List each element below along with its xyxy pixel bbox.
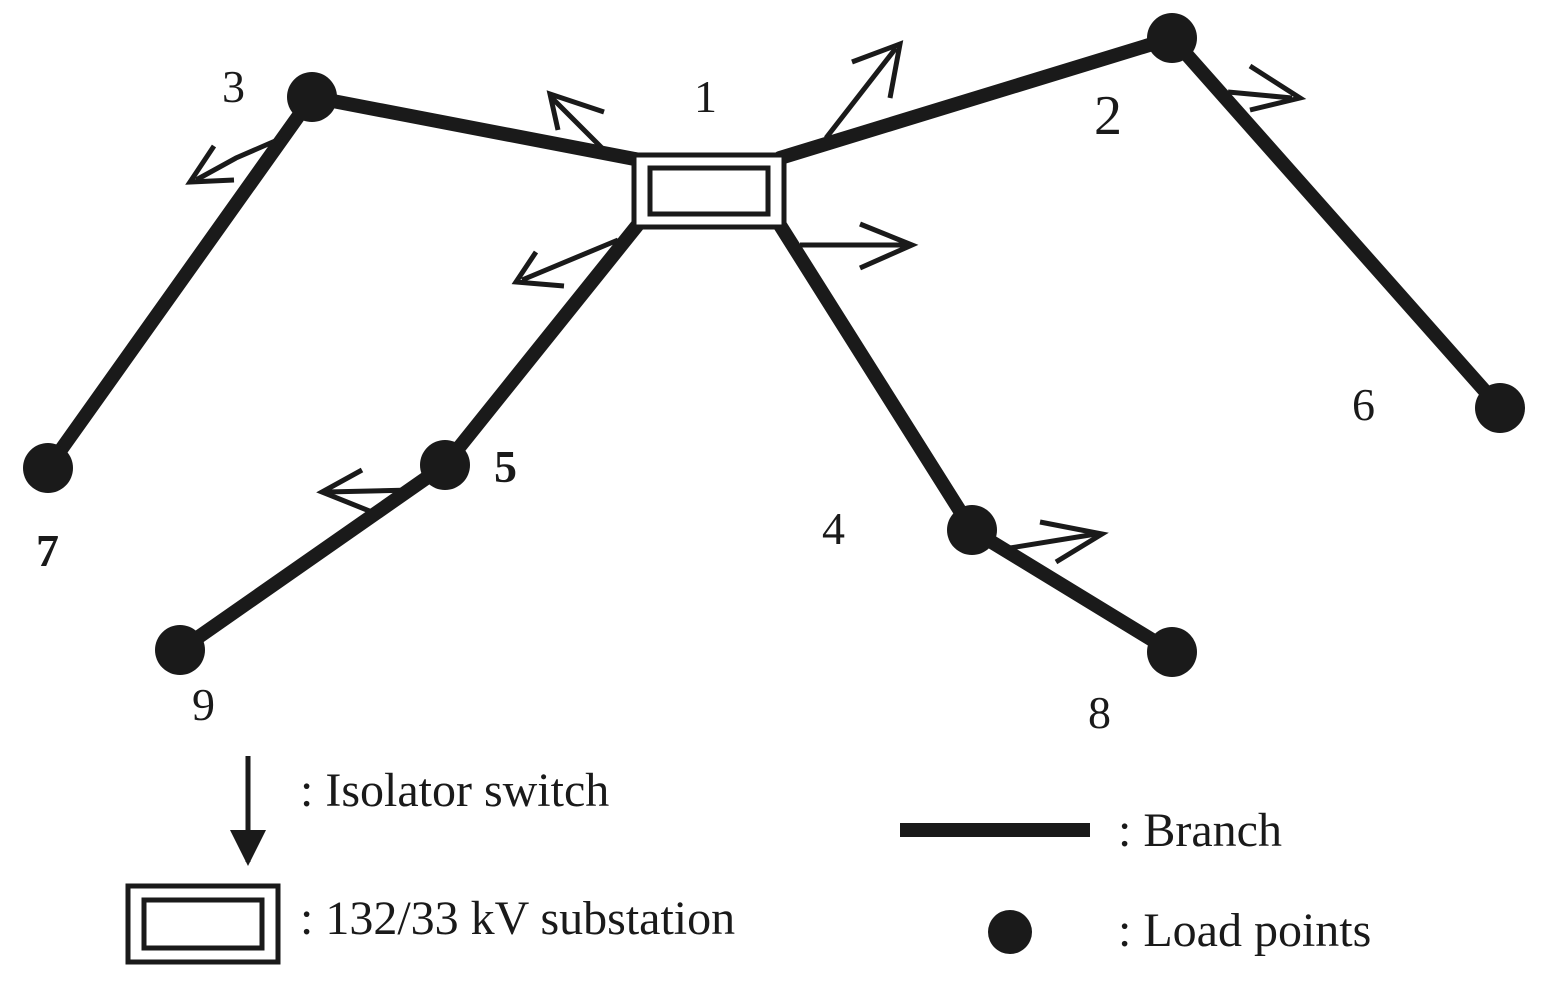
- legend-branch-label: : Branch: [1118, 804, 1282, 857]
- node-label-5: 5: [494, 441, 517, 492]
- node-label-7: 7: [36, 525, 59, 576]
- load-points: [23, 13, 1525, 677]
- isolator-arrow-1c-head: [858, 221, 919, 271]
- isolator-arrow-2: [1227, 89, 1293, 101]
- isolator-arrow-1b: [824, 46, 898, 140]
- branch-2-6: [1165, 31, 1507, 415]
- branch-1-4: [771, 215, 979, 537]
- isolator-arrow-3-head: [185, 144, 235, 185]
- load-point-6: [1475, 383, 1525, 433]
- node-label-9: 9: [192, 679, 215, 730]
- legend: : Isolator switch : 132/33 kV substation…: [125, 756, 1371, 965]
- isolator-arrow-5-head: [316, 467, 373, 515]
- load-point-8: [1147, 627, 1197, 677]
- node-label-1: 1: [694, 71, 717, 122]
- load-point-4: [947, 505, 997, 555]
- node-label-6: 6: [1352, 379, 1375, 430]
- node-label-8: 8: [1088, 687, 1111, 738]
- legend-substation-label: : 132/33 kV substation: [300, 892, 735, 945]
- isolator-arrow-1d-head: [511, 250, 565, 289]
- branch-1-3: [305, 90, 647, 167]
- load-point-5: [420, 440, 470, 490]
- branch-1-5: [438, 215, 647, 472]
- branch-3-7: [41, 90, 319, 475]
- isolator-arrow-1a: [550, 96, 604, 150]
- load-point-3: [287, 72, 337, 122]
- isolator-arrow-1b-head: [851, 40, 904, 99]
- isolator-arrow-5: [325, 487, 413, 495]
- legend-load-label: : Load points: [1118, 904, 1371, 957]
- node-label-4: 4: [822, 503, 845, 554]
- isolator-arrow-2-head: [1248, 63, 1307, 113]
- node-label-3: 3: [222, 61, 245, 112]
- branches: [41, 31, 1507, 659]
- node-label-2: 2: [1094, 85, 1122, 147]
- load-point-7: [23, 443, 73, 493]
- isolator-arrow-1d: [521, 237, 619, 283]
- isolator-switches: [185, 40, 1307, 565]
- legend-isolator-arrowhead: [230, 830, 266, 866]
- substation-node-1: [631, 152, 787, 230]
- load-point-9: [155, 625, 205, 675]
- load-point-2: [1147, 13, 1197, 63]
- legend-substation-icon: [125, 883, 281, 965]
- branch-4-8: [965, 523, 1179, 659]
- legend-isolator-label: : Isolator switch: [300, 764, 609, 817]
- isolator-arrow-4: [1009, 531, 1097, 551]
- node-labels: 1 2 3 4 5 6 7 8 9: [36, 61, 1375, 738]
- isolator-arrow-1a-head: [546, 90, 605, 131]
- branch-1-2: [773, 31, 1179, 165]
- isolator-arrow-4-head: [1039, 519, 1109, 565]
- legend-load-icon: [988, 910, 1032, 954]
- isolator-arrow-3: [194, 135, 283, 183]
- branch-5-9: [173, 458, 452, 657]
